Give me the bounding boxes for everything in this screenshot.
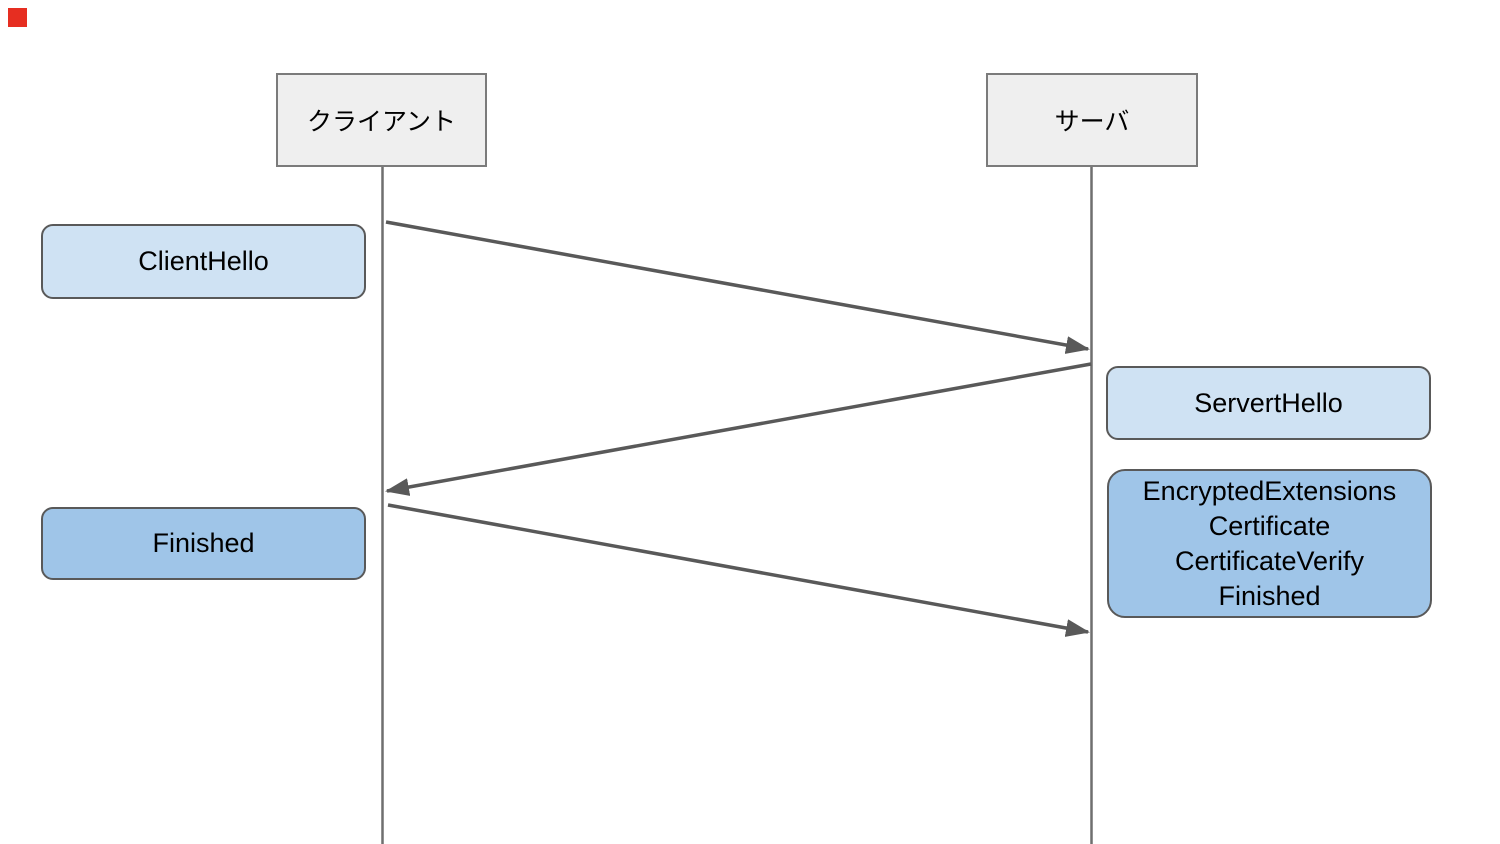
finished-arrow — [387, 503, 1090, 637]
message-serverhello-label: ServertHello — [1194, 387, 1343, 418]
clienthello-arrow — [385, 220, 1090, 354]
message-server-flight-line: Finished — [1218, 580, 1321, 611]
actor-client: クライアント — [276, 73, 487, 167]
message-server-flight: EncryptedExtensions Certificate Certific… — [1107, 469, 1432, 618]
message-server-flight-line: EncryptedExtensions — [1142, 475, 1397, 506]
message-serverhello: ServertHello — [1106, 366, 1431, 440]
actor-server-label: サーバ — [1054, 108, 1130, 136]
message-client-finished-label: Finished — [152, 528, 255, 558]
message-client-finished: Finished — [41, 507, 366, 580]
message-server-flight-line: CertificateVerify — [1174, 545, 1365, 576]
message-server-flight-line: Certificate — [1208, 510, 1331, 541]
red-marker — [8, 8, 27, 27]
message-clienthello-label: ClientHello — [138, 246, 269, 276]
message-clienthello: ClientHello — [41, 224, 366, 299]
actor-client-label: クライアント — [306, 108, 456, 136]
serverhello-arrow — [385, 362, 1092, 496]
actor-server: サーバ — [986, 73, 1198, 167]
